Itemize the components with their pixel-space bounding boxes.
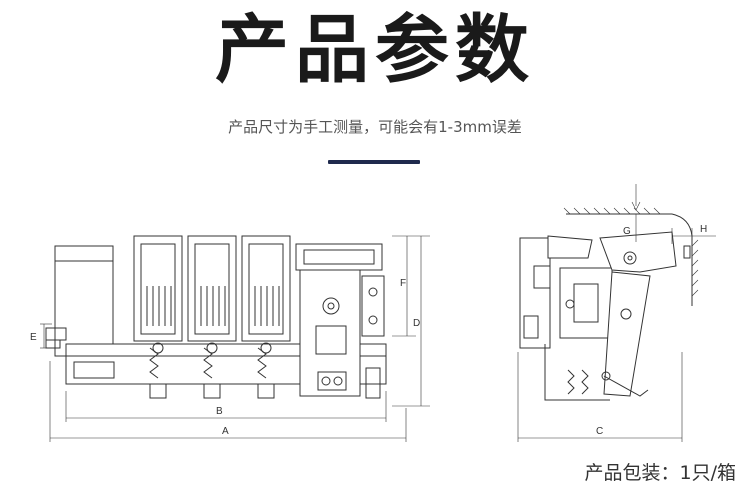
measurement-note: 产品尺寸为手工测量，可能会有1-3mm误差 [228,118,522,136]
pole-2 [187,235,237,399]
page-title: 产品参数 [215,7,535,93]
technical-drawing: F D E B A [30,184,716,442]
dim-d-label: D [413,318,420,329]
side-view: G H C [517,184,716,442]
dim-h-label: H [700,224,707,235]
dim-b-label: B [216,406,223,417]
packaging-info: 产品包装：1只/箱 [584,462,737,484]
dim-c-label: C [596,426,603,437]
dim-f-label: F [400,278,406,289]
pole-1 [133,235,183,399]
dim-g-label: G [623,226,631,237]
front-view: F D E B A [30,235,430,442]
dim-a-label: A [222,426,229,437]
pole-3 [241,235,291,399]
dim-e-label: E [30,332,37,343]
accent-divider [328,160,420,164]
